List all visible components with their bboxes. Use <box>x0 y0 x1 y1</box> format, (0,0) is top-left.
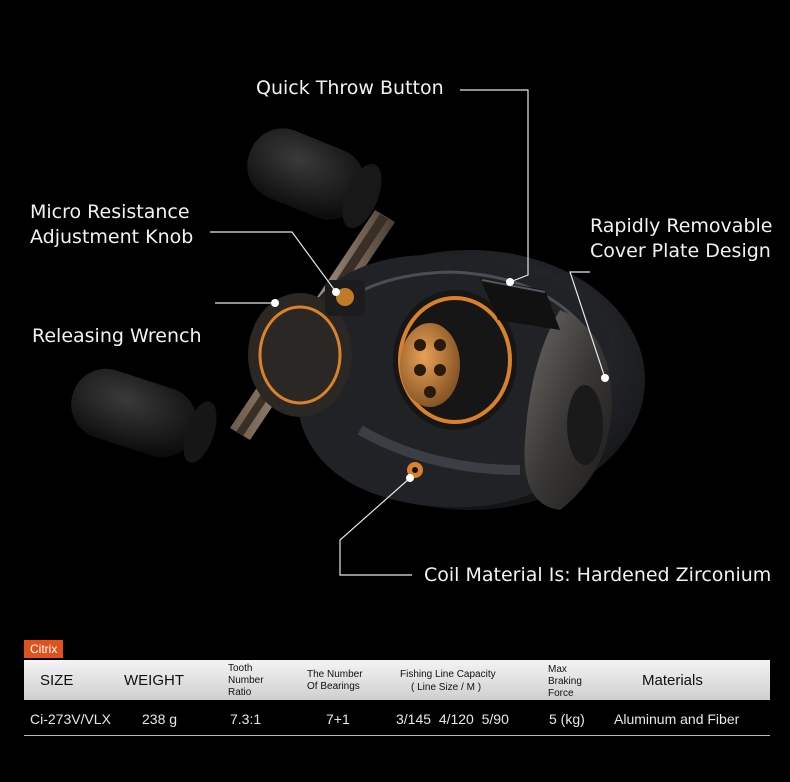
header-tooth-l1: Tooth <box>228 663 253 674</box>
callout-text-line1: Micro Resistance <box>30 201 190 223</box>
header-materials: Materials <box>642 672 703 689</box>
callout-text-line2: Cover Plate Design <box>590 240 771 262</box>
cell-size: Ci-273V/VLX <box>30 711 111 727</box>
callout-text: Coil Material Is: Hardened Zirconium <box>424 564 772 586</box>
row-divider <box>24 735 770 736</box>
header-brake-l1: Max <box>548 664 567 675</box>
callout-coil-material: Coil Material Is: Hardened Zirconium <box>424 563 771 588</box>
brand-tag: Citrix <box>24 640 64 658</box>
cell-ratio: 7.3:1 <box>230 711 262 727</box>
handle-knob-top <box>247 128 382 229</box>
handle-knob-bottom <box>71 368 217 463</box>
header-line-capacity-l2: ( Line Size / M ) <box>411 682 482 693</box>
spool <box>393 290 517 430</box>
cell-weight: 238 g <box>142 711 178 727</box>
header-brake-l2: Braking <box>548 676 582 687</box>
callout-text: Quick Throw Button <box>256 77 444 99</box>
cell-line-capacity: 3/145 4/120 5/90 <box>396 711 509 727</box>
callout-removable-cover-plate: Rapidly Removable Cover Plate Design <box>590 214 772 264</box>
callout-text: Releasing Wrench <box>32 325 202 347</box>
header-tooth-l3: Ratio <box>228 687 252 698</box>
header-brake-l3: Force <box>548 688 574 699</box>
callout-text-line2: Adjustment Knob <box>30 226 194 248</box>
header-line-capacity-l1: Fishing Line Capacity <box>400 669 496 680</box>
header-tooth-l2: Number <box>228 675 264 686</box>
header-weight: WEIGHT <box>124 672 184 689</box>
callout-releasing-wrench: Releasing Wrench <box>32 324 202 349</box>
callout-text-line1: Rapidly Removable <box>590 215 773 237</box>
cell-braking: 5 (kg) <box>549 711 585 727</box>
header-bearings-l1: The Number <box>307 669 363 680</box>
spec-header-bar <box>24 660 770 700</box>
cell-materials: Aluminum and Fiber <box>614 711 740 727</box>
callout-quick-throw-button: Quick Throw Button <box>256 76 444 101</box>
callout-micro-resistance-knob: Micro Resistance Adjustment Knob <box>30 200 193 250</box>
header-size: SIZE <box>40 672 74 689</box>
header-bearings-l2: Of Bearings <box>307 681 360 692</box>
cell-bearings: 7+1 <box>326 711 350 727</box>
